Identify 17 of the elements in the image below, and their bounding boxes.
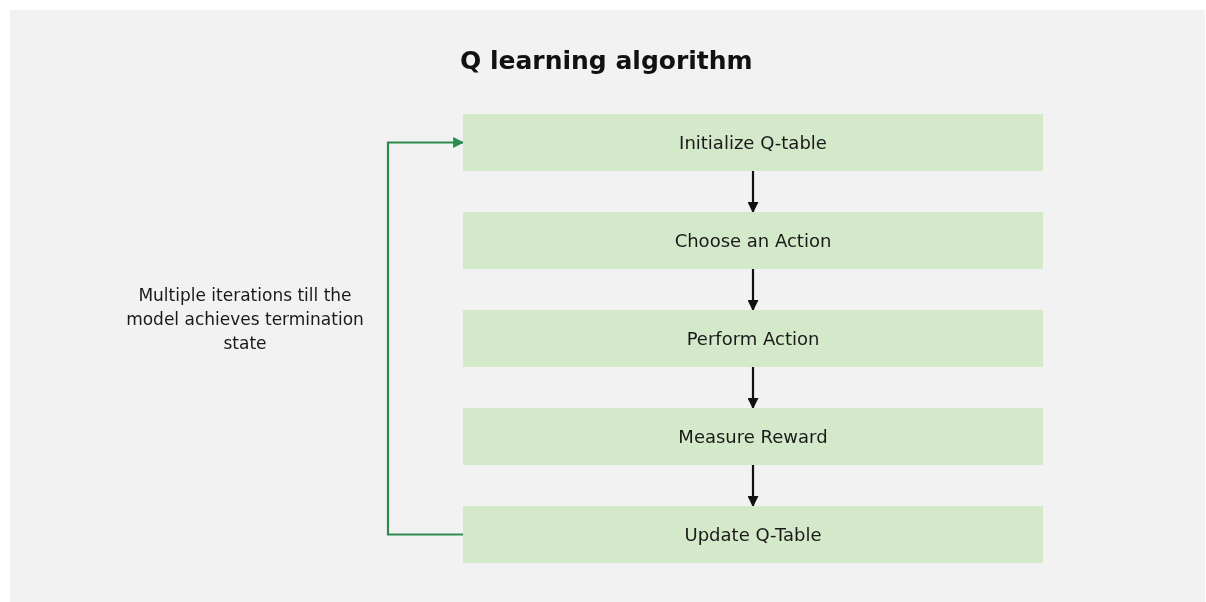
process-box (463, 310, 1043, 367)
process-box (463, 408, 1043, 465)
loop-note: Multiple iterations till the model achieves termination state (125, 284, 365, 355)
process-label: Measure Reward (678, 426, 828, 447)
process-label: Choose an Action (674, 230, 832, 251)
arrow (747, 269, 759, 312)
process-label: Perform Action (686, 328, 820, 349)
process-label: Initialize Q-table (679, 132, 827, 153)
process-box (463, 506, 1043, 563)
arrow (747, 465, 759, 508)
arrow (747, 171, 759, 214)
process-box (463, 212, 1043, 269)
process-box (463, 114, 1043, 171)
diagram-title: Q learning algorithm (460, 46, 753, 75)
process-label: Update Q-Table (684, 524, 822, 545)
arrow (747, 367, 759, 410)
arrow (386, 137, 465, 536)
